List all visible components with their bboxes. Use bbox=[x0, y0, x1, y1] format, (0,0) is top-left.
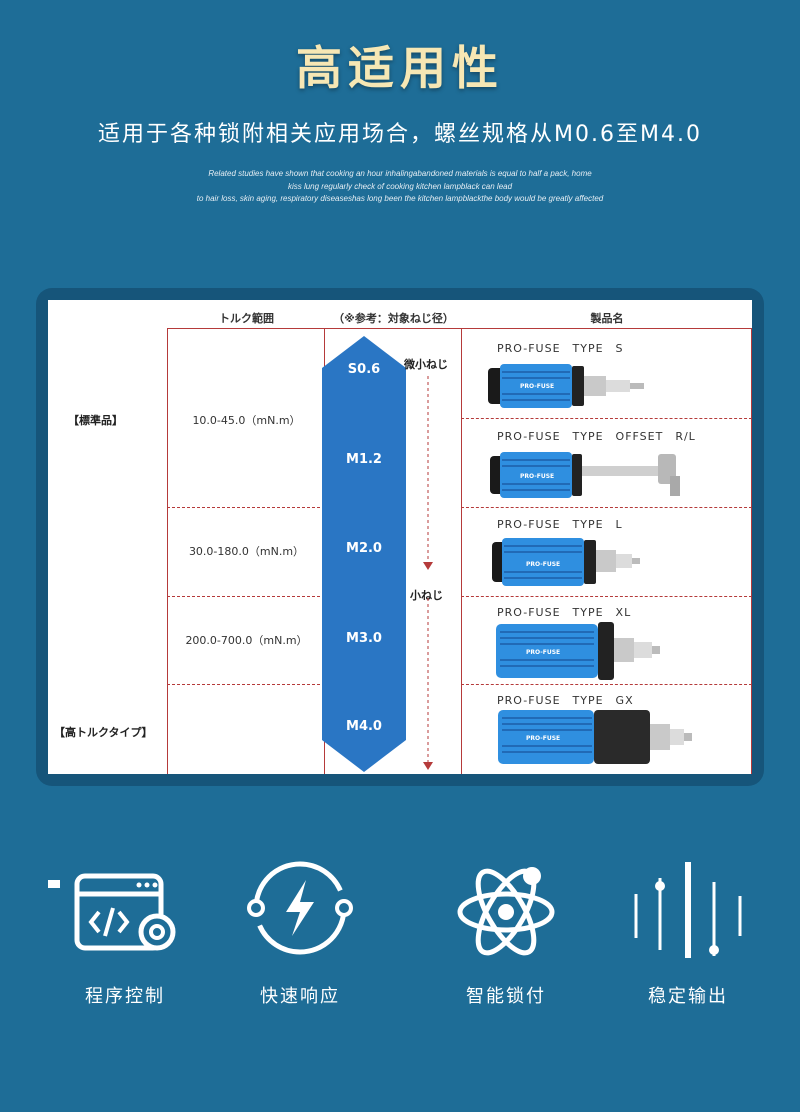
equalizer-icon bbox=[634, 862, 742, 958]
svg-text:PRO-FUSE: PRO-FUSE bbox=[520, 383, 554, 390]
product-name: PRO-FUSE TYPE GX bbox=[497, 694, 634, 707]
page-subtitle: 适用于各种锁附相关应用场合，螺丝规格从M0.6至M4.0 bbox=[98, 122, 702, 147]
row-divider bbox=[167, 507, 325, 508]
fine-print-line: to hair loss, skin aging, respiratory di… bbox=[196, 194, 604, 203]
fine-print-line: Related studies have shown that cooking … bbox=[208, 169, 592, 178]
column-header-screw-size: （※参考：対象ねじ径） bbox=[333, 312, 454, 325]
feature-smart-fastening: 智能锁付 bbox=[416, 850, 596, 1008]
screw-class-micro: 微小ねじ bbox=[404, 358, 448, 371]
feature-stable-output: 稳定输出 bbox=[598, 850, 778, 1008]
spec-table: トルク範囲 （※参考：対象ねじ径） 製品名 【標準品】 【高トルクタイプ】 10… bbox=[48, 300, 752, 774]
row-divider bbox=[461, 684, 752, 685]
row-divider bbox=[461, 596, 752, 597]
row-divider bbox=[167, 684, 325, 685]
category-high-torque: 【高トルクタイプ】 bbox=[54, 726, 153, 739]
feature-fast-response: 快速响应 bbox=[210, 850, 390, 1008]
range-arrow bbox=[423, 376, 433, 770]
product-name: PRO-FUSE TYPE S bbox=[497, 342, 624, 355]
fine-print: Related studies have shown that cooking … bbox=[0, 168, 800, 206]
screw-size-label: S0.6 bbox=[347, 362, 381, 377]
feature-label: 稳定输出 bbox=[648, 986, 728, 1007]
category-standard: 【標準品】 bbox=[68, 414, 123, 427]
product-name: PRO-FUSE TYPE L bbox=[497, 518, 623, 531]
screw-size-label: M4.0 bbox=[346, 719, 382, 734]
table-border bbox=[461, 328, 462, 774]
feature-label: 智能锁付 bbox=[466, 986, 546, 1007]
table-border bbox=[167, 328, 168, 774]
row-divider bbox=[167, 596, 325, 597]
feature-label: 程序控制 bbox=[85, 986, 165, 1007]
torque-range: 200.0-700.0（mN.m） bbox=[185, 634, 308, 647]
product-name: PRO-FUSE TYPE OFFSET R/L bbox=[497, 430, 696, 443]
svg-text:PRO-FUSE: PRO-FUSE bbox=[526, 561, 560, 568]
torque-range: 30.0-180.0（mN.m） bbox=[188, 545, 305, 558]
torque-range: 10.0-45.0（mN.m） bbox=[192, 414, 301, 427]
tool-image-type-gx: PRO-FUSE bbox=[498, 710, 692, 764]
table-border bbox=[167, 328, 752, 329]
feature-label: 快速响应 bbox=[260, 986, 340, 1007]
table-border bbox=[751, 328, 752, 774]
page-title: 高适用性 bbox=[296, 41, 504, 95]
product-name: PRO-FUSE TYPE XL bbox=[497, 606, 632, 619]
screw-size-label: M1.2 bbox=[346, 452, 382, 467]
feature-list: 程序控制 快速响应 智能锁付 稳定输出 bbox=[0, 850, 800, 1050]
tool-image-type-s: PRO-FUSE bbox=[488, 364, 644, 408]
screw-class-small: 小ねじ bbox=[410, 589, 443, 602]
row-divider bbox=[461, 507, 752, 508]
tool-image-type-l: PRO-FUSE bbox=[492, 538, 640, 586]
svg-text:PRO-FUSE: PRO-FUSE bbox=[526, 735, 560, 742]
tool-image-type-offset: PRO-FUSE bbox=[490, 452, 680, 498]
feature-program-control: 程序控制 bbox=[35, 850, 215, 1008]
column-header-torque: トルク範囲 bbox=[219, 312, 274, 325]
screw-size-arrow bbox=[322, 336, 406, 772]
lightning-icon bbox=[247, 861, 353, 955]
row-divider bbox=[461, 418, 752, 419]
atom-icon bbox=[457, 867, 555, 956]
column-header-product: 製品名 bbox=[590, 312, 624, 325]
fine-print-line: kiss lung regularly check of cooking kit… bbox=[287, 181, 513, 191]
svg-text:PRO-FUSE: PRO-FUSE bbox=[526, 649, 560, 656]
decorative-dot bbox=[48, 880, 60, 888]
tool-image-type-xl: PRO-FUSE bbox=[496, 622, 660, 680]
spec-panel: トルク範囲 （※参考：対象ねじ径） 製品名 【標準品】 【高トルクタイプ】 10… bbox=[36, 288, 764, 786]
svg-text:PRO-FUSE: PRO-FUSE bbox=[520, 473, 554, 480]
screw-size-label: M3.0 bbox=[346, 631, 382, 646]
code-settings-icon bbox=[74, 873, 176, 951]
screw-size-label: M2.0 bbox=[346, 541, 382, 556]
